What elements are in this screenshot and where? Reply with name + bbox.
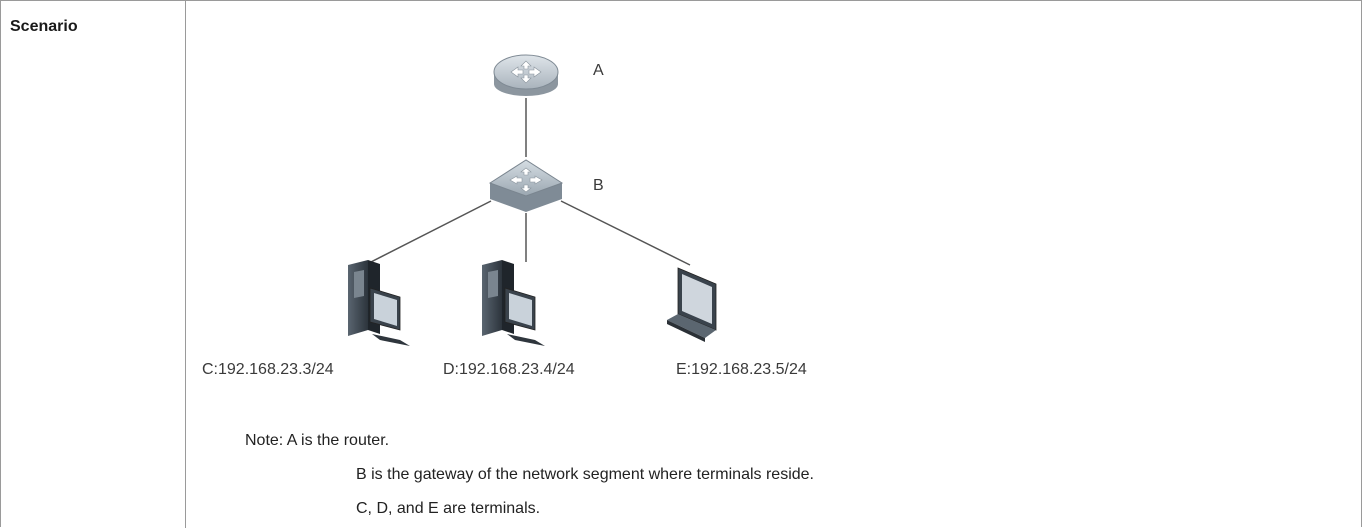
terminal-c-label: C:192.168.23.3/24 <box>202 361 334 378</box>
link-b-e <box>560 200 691 266</box>
router-icon <box>493 54 559 96</box>
scenario-label: Scenario <box>10 18 78 35</box>
switch-icon <box>488 159 564 212</box>
desktop-pc-icon <box>482 260 545 346</box>
note-line-2: B is the gateway of the network segment … <box>356 466 814 483</box>
note-line-3: C, D, and E are terminals. <box>356 500 541 517</box>
terminal-e-label: E:192.168.23.5/24 <box>676 361 807 378</box>
network-diagram: A B C:192.168.23.3/24 D:192.168.23.4/24 <box>202 54 807 378</box>
router-label: A <box>593 62 604 79</box>
desktop-pc-icon <box>348 260 410 346</box>
note-line-1: Note: A is the router. <box>245 432 390 449</box>
label-column: Scenario <box>1 1 186 528</box>
terminal-d-label: D:192.168.23.4/24 <box>443 361 575 378</box>
switch-label: B <box>593 177 604 194</box>
link-b-c <box>364 200 492 266</box>
laptop-icon <box>667 267 717 342</box>
